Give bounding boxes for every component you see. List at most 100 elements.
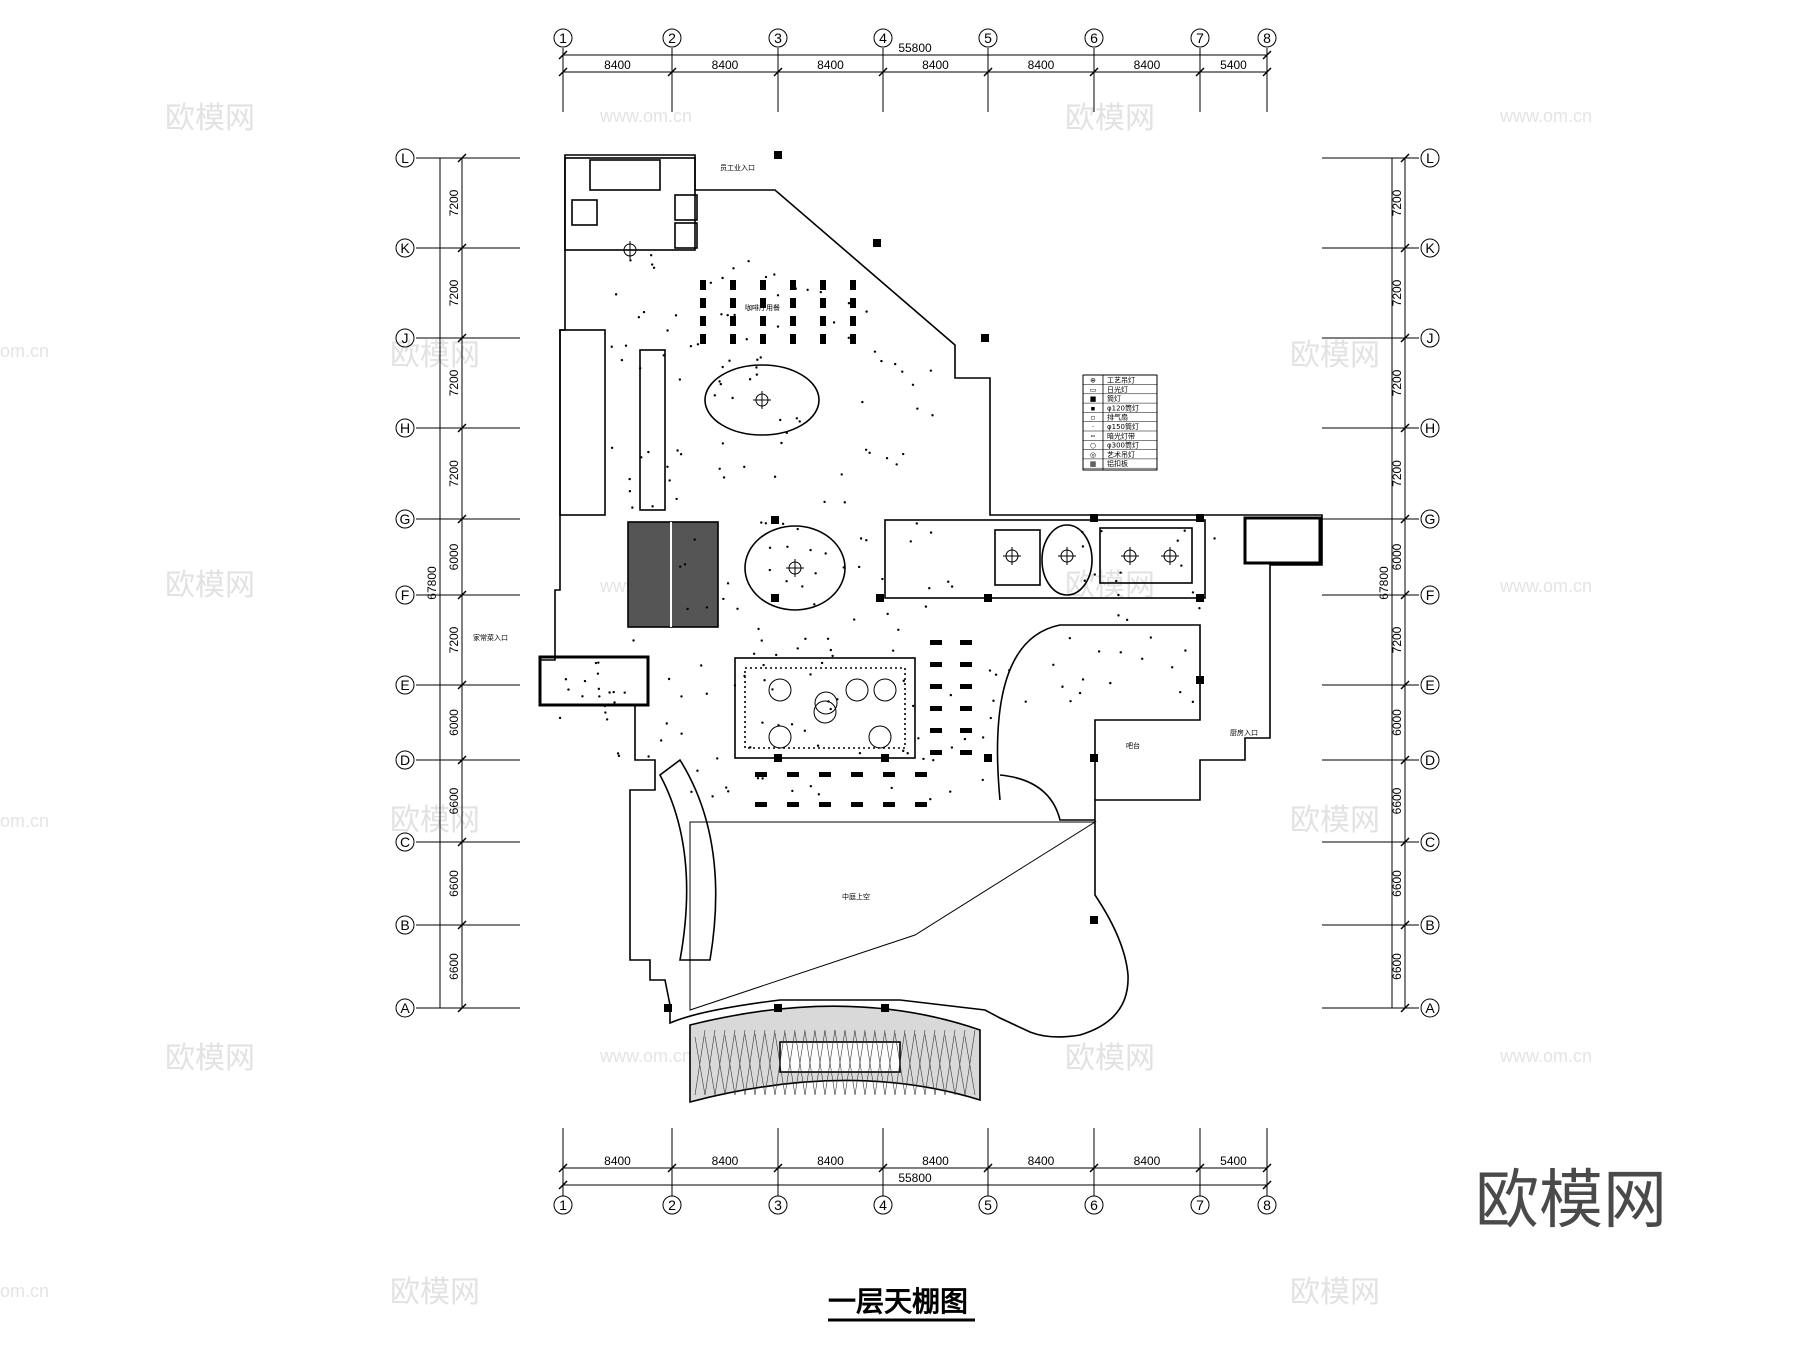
downlight-dot — [610, 446, 614, 450]
legend-item-label: φ150筒灯 — [1107, 422, 1139, 431]
fluorescent-light — [820, 316, 826, 326]
downlight-dot — [768, 568, 772, 572]
grid-column-label: 4 — [879, 30, 887, 46]
downlight-dot — [1198, 606, 1201, 610]
downlight-dot — [1179, 690, 1182, 694]
downlight-dot — [796, 647, 799, 650]
downlight-dot — [1109, 681, 1112, 685]
downlight-dot — [816, 744, 820, 747]
downlight-dot — [819, 290, 823, 294]
downlight-dot — [774, 653, 778, 657]
fluorescent-light — [787, 772, 799, 777]
fluorescent-light — [820, 334, 826, 344]
fluorescent-light — [790, 316, 796, 326]
legend-symbol-icon: ▦ — [1090, 460, 1097, 468]
downlight-dot — [1213, 537, 1216, 540]
grid-bubble-7 — [1190, 28, 1210, 48]
downlight-dot — [604, 711, 607, 714]
downlight-dot — [700, 664, 703, 667]
fluorescent-light — [790, 280, 796, 290]
fluorescent-light — [700, 280, 706, 290]
elevator-box — [674, 194, 698, 221]
legend-symbol-icon: ⊕ — [1090, 377, 1096, 385]
column-spacing-dim: 5400 — [1220, 1154, 1247, 1168]
downlight-dot — [649, 254, 653, 257]
downlight-dot — [667, 677, 671, 681]
downlight-dot — [755, 373, 759, 376]
downlight-dot — [728, 359, 731, 362]
legend-symbol-icon: ◎ — [1090, 451, 1096, 459]
column-spacing-dim: 8400 — [604, 1154, 631, 1168]
stair-hatch-mid — [670, 522, 672, 627]
downlight-dot — [895, 463, 898, 466]
structural-column — [981, 334, 989, 342]
corridor-inner — [639, 349, 666, 511]
grid-bubble-G — [1420, 509, 1440, 529]
downlight-dot — [929, 797, 932, 801]
row-spacing-dim: 6600 — [447, 870, 461, 897]
fluorescent-light — [915, 802, 927, 807]
grid-bubble-6 — [1084, 28, 1104, 48]
fluorescent-light — [960, 706, 972, 711]
watermark-url: www.om.cn — [599, 106, 692, 126]
downlight-dot — [809, 673, 812, 676]
downlight-dot — [693, 538, 696, 541]
fluorescent-light — [915, 772, 927, 777]
downlight-dot — [786, 545, 789, 548]
downlight-dot — [620, 358, 624, 362]
downlight-dot — [651, 505, 654, 508]
downlight-dot — [614, 293, 618, 296]
downlight-dot — [804, 637, 807, 641]
grid-bubble-B — [1420, 915, 1440, 935]
downlight-dot — [891, 649, 895, 652]
lounge-curve — [996, 624, 1201, 801]
downlight-dot — [731, 396, 734, 400]
downlight-dot — [650, 263, 654, 266]
fluorescent-light — [730, 316, 736, 326]
downlight-dot — [924, 605, 928, 608]
column-spacing-dim: 8400 — [922, 58, 949, 72]
downlight-dot — [798, 420, 801, 423]
fluorescent-light — [850, 298, 856, 308]
downlight-dot — [640, 456, 643, 459]
grid-bubble-5 — [978, 1195, 998, 1215]
row-spacing-dim: 7200 — [1390, 279, 1404, 306]
downlight-dot — [597, 661, 600, 664]
atrium-label: 中庭上空 — [842, 892, 870, 901]
grid-row-label: G — [400, 511, 411, 527]
row-spacing-dim: 6600 — [1390, 787, 1404, 814]
column-spacing-dim: 8400 — [712, 1154, 739, 1168]
downlight-dot — [932, 758, 935, 762]
watermark-brand: 欧模网 — [390, 338, 480, 373]
grid-bubble-E — [1420, 675, 1440, 695]
row-spacing-dim: 7200 — [1390, 189, 1404, 216]
grid-bubble-5 — [978, 28, 998, 48]
downlight-dot — [916, 407, 919, 410]
downlight-dot — [929, 369, 933, 372]
downlight-dot — [720, 313, 723, 316]
fluorescent-light — [760, 334, 766, 344]
watermark-brand: 欧模网 — [165, 1041, 255, 1076]
grid-row-label: E — [400, 677, 409, 693]
fluorescent-light — [787, 802, 799, 807]
fluorescent-light — [960, 728, 972, 733]
grid-row-label: A — [1425, 1000, 1435, 1016]
downlight-dot — [911, 704, 915, 708]
downlight-dot — [806, 288, 809, 292]
fluorescent-light — [851, 772, 863, 777]
structural-column — [873, 239, 881, 247]
column-spacing-dim: 8400 — [1028, 58, 1055, 72]
fluorescent-light — [930, 684, 942, 689]
grid-column-label: 1 — [559, 30, 567, 46]
legend-symbol-icon: ▭ — [1090, 386, 1097, 394]
oval-ceiling-feature — [1041, 524, 1093, 596]
downlight-dot — [709, 281, 713, 285]
watermark-url: www.om.cn — [1499, 106, 1592, 126]
structural-column — [1090, 916, 1098, 924]
fluorescent-light — [851, 802, 863, 807]
fluorescent-light — [883, 802, 895, 807]
structural-column — [876, 594, 884, 602]
grid-bubble-G — [395, 509, 415, 529]
grid-row-label: K — [400, 240, 410, 256]
downlight-dot — [880, 359, 883, 363]
